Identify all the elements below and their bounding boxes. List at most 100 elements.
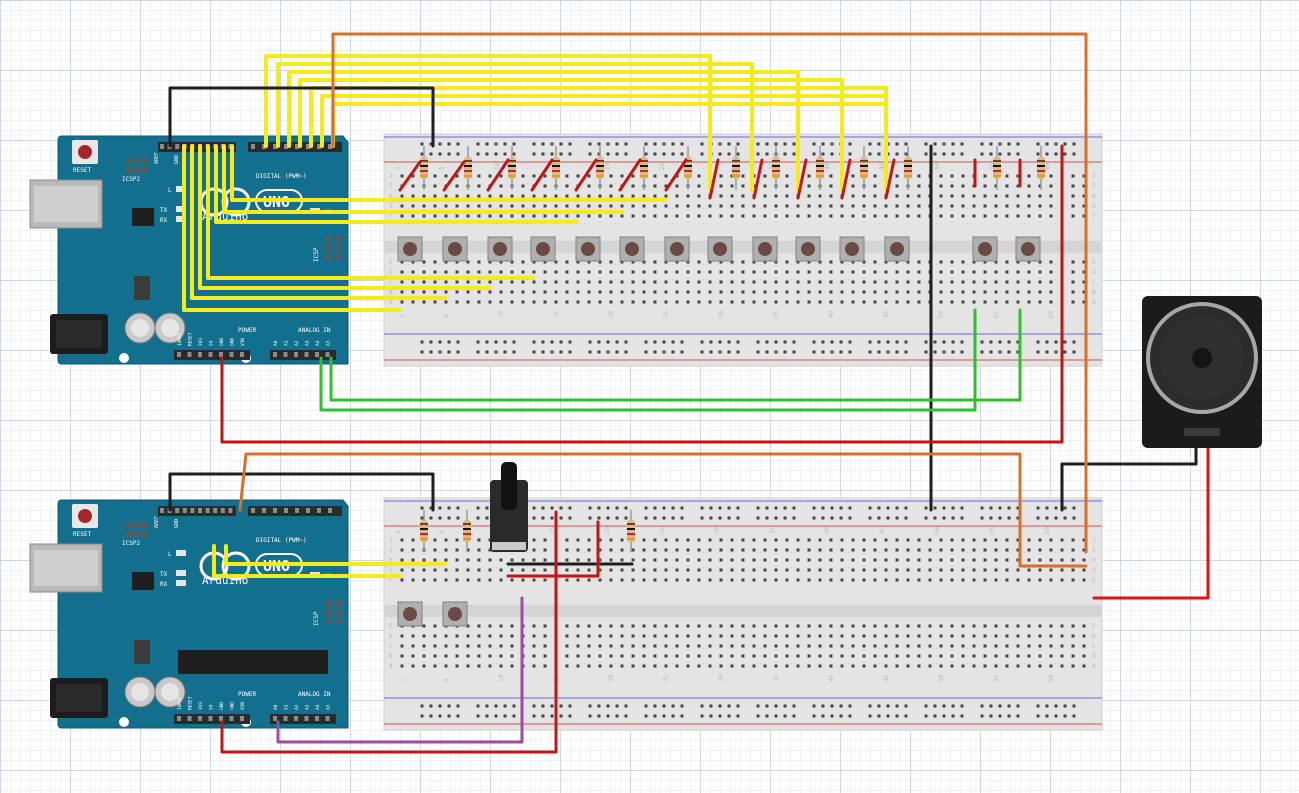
rail-hole (821, 152, 825, 156)
resistor-band (684, 165, 692, 167)
wire-red-jumper (618, 158, 642, 192)
rail-hole (615, 142, 619, 146)
rail-hole (933, 142, 937, 146)
hole (1005, 624, 1009, 628)
hole (444, 578, 448, 582)
resistor-band (420, 523, 428, 525)
hole (873, 260, 877, 264)
hole (444, 280, 448, 284)
voltage-regulator (134, 640, 150, 664)
rail-hole (680, 506, 684, 510)
hole (752, 654, 756, 658)
rail-hole (476, 714, 480, 718)
rail-hole (783, 516, 787, 520)
hole (565, 634, 569, 638)
hole (730, 280, 734, 284)
hole (730, 654, 734, 658)
hole (851, 260, 855, 264)
hole (1071, 558, 1075, 562)
rail-hole (868, 152, 872, 156)
rail-hole (904, 506, 908, 510)
hole (939, 214, 943, 218)
hole (488, 194, 492, 198)
hole (565, 194, 569, 198)
rail-hole (644, 152, 648, 156)
hole (983, 578, 987, 582)
hole (906, 644, 910, 648)
resistor-band (596, 175, 604, 177)
hole (972, 578, 976, 582)
row-letter-left: B (389, 289, 393, 296)
hole (741, 290, 745, 294)
hole (895, 568, 899, 572)
hole (807, 634, 811, 638)
hole (664, 214, 668, 218)
rail-hole (671, 152, 675, 156)
rail-hole (895, 152, 899, 156)
hole (862, 624, 866, 628)
hole (961, 174, 965, 178)
hole (884, 568, 888, 572)
rail-hole (476, 152, 480, 156)
rail-hole (1063, 142, 1067, 146)
hole (950, 260, 954, 264)
power-pin-label: VIN (240, 338, 246, 346)
hole (1005, 290, 1009, 294)
hole (609, 634, 613, 638)
hole (1016, 538, 1020, 542)
hole (719, 260, 723, 264)
hole (1038, 270, 1042, 274)
hole (818, 664, 822, 668)
hole (884, 624, 888, 628)
hole (675, 634, 679, 638)
led-tx (176, 206, 186, 212)
hole (884, 538, 888, 542)
hole (455, 568, 459, 572)
hole (774, 558, 778, 562)
hole (873, 538, 877, 542)
rail-hole (895, 714, 899, 718)
rail-hole (1054, 714, 1058, 718)
hole (587, 624, 591, 628)
header-pin (208, 716, 213, 721)
resistor-band (464, 175, 472, 177)
rail-hole (783, 142, 787, 146)
rail-hole (512, 142, 516, 146)
hole (917, 538, 921, 542)
hole (785, 548, 789, 552)
rail-hole (700, 704, 704, 708)
resistor (772, 157, 780, 179)
hole (532, 280, 536, 284)
hole (488, 548, 492, 552)
rail-hole (438, 714, 442, 718)
hole (609, 194, 613, 198)
analog-pin-label: A1 (284, 704, 290, 710)
hole (796, 568, 800, 572)
hole (851, 664, 855, 668)
hole (719, 204, 723, 208)
rail-hole (568, 506, 572, 510)
rail-hole (812, 714, 816, 718)
hole (664, 568, 668, 572)
rail-hole (839, 506, 843, 510)
row-letter-left: I (389, 547, 393, 554)
hole (851, 204, 855, 208)
hole (719, 194, 723, 198)
hole (686, 538, 690, 542)
rail-hole (960, 142, 964, 146)
hole (1071, 644, 1075, 648)
hole (983, 270, 987, 274)
hole (1049, 290, 1053, 294)
hole (950, 194, 954, 198)
hole (576, 558, 580, 562)
hole (818, 260, 822, 264)
hole (950, 270, 954, 274)
hole (1082, 300, 1086, 304)
hole (631, 634, 635, 638)
hole (1027, 548, 1031, 552)
hole (620, 644, 624, 648)
column-number-bottom: 5 (443, 314, 450, 318)
rail-hole (830, 350, 834, 354)
hole (994, 548, 998, 552)
rail-hole (933, 516, 937, 520)
